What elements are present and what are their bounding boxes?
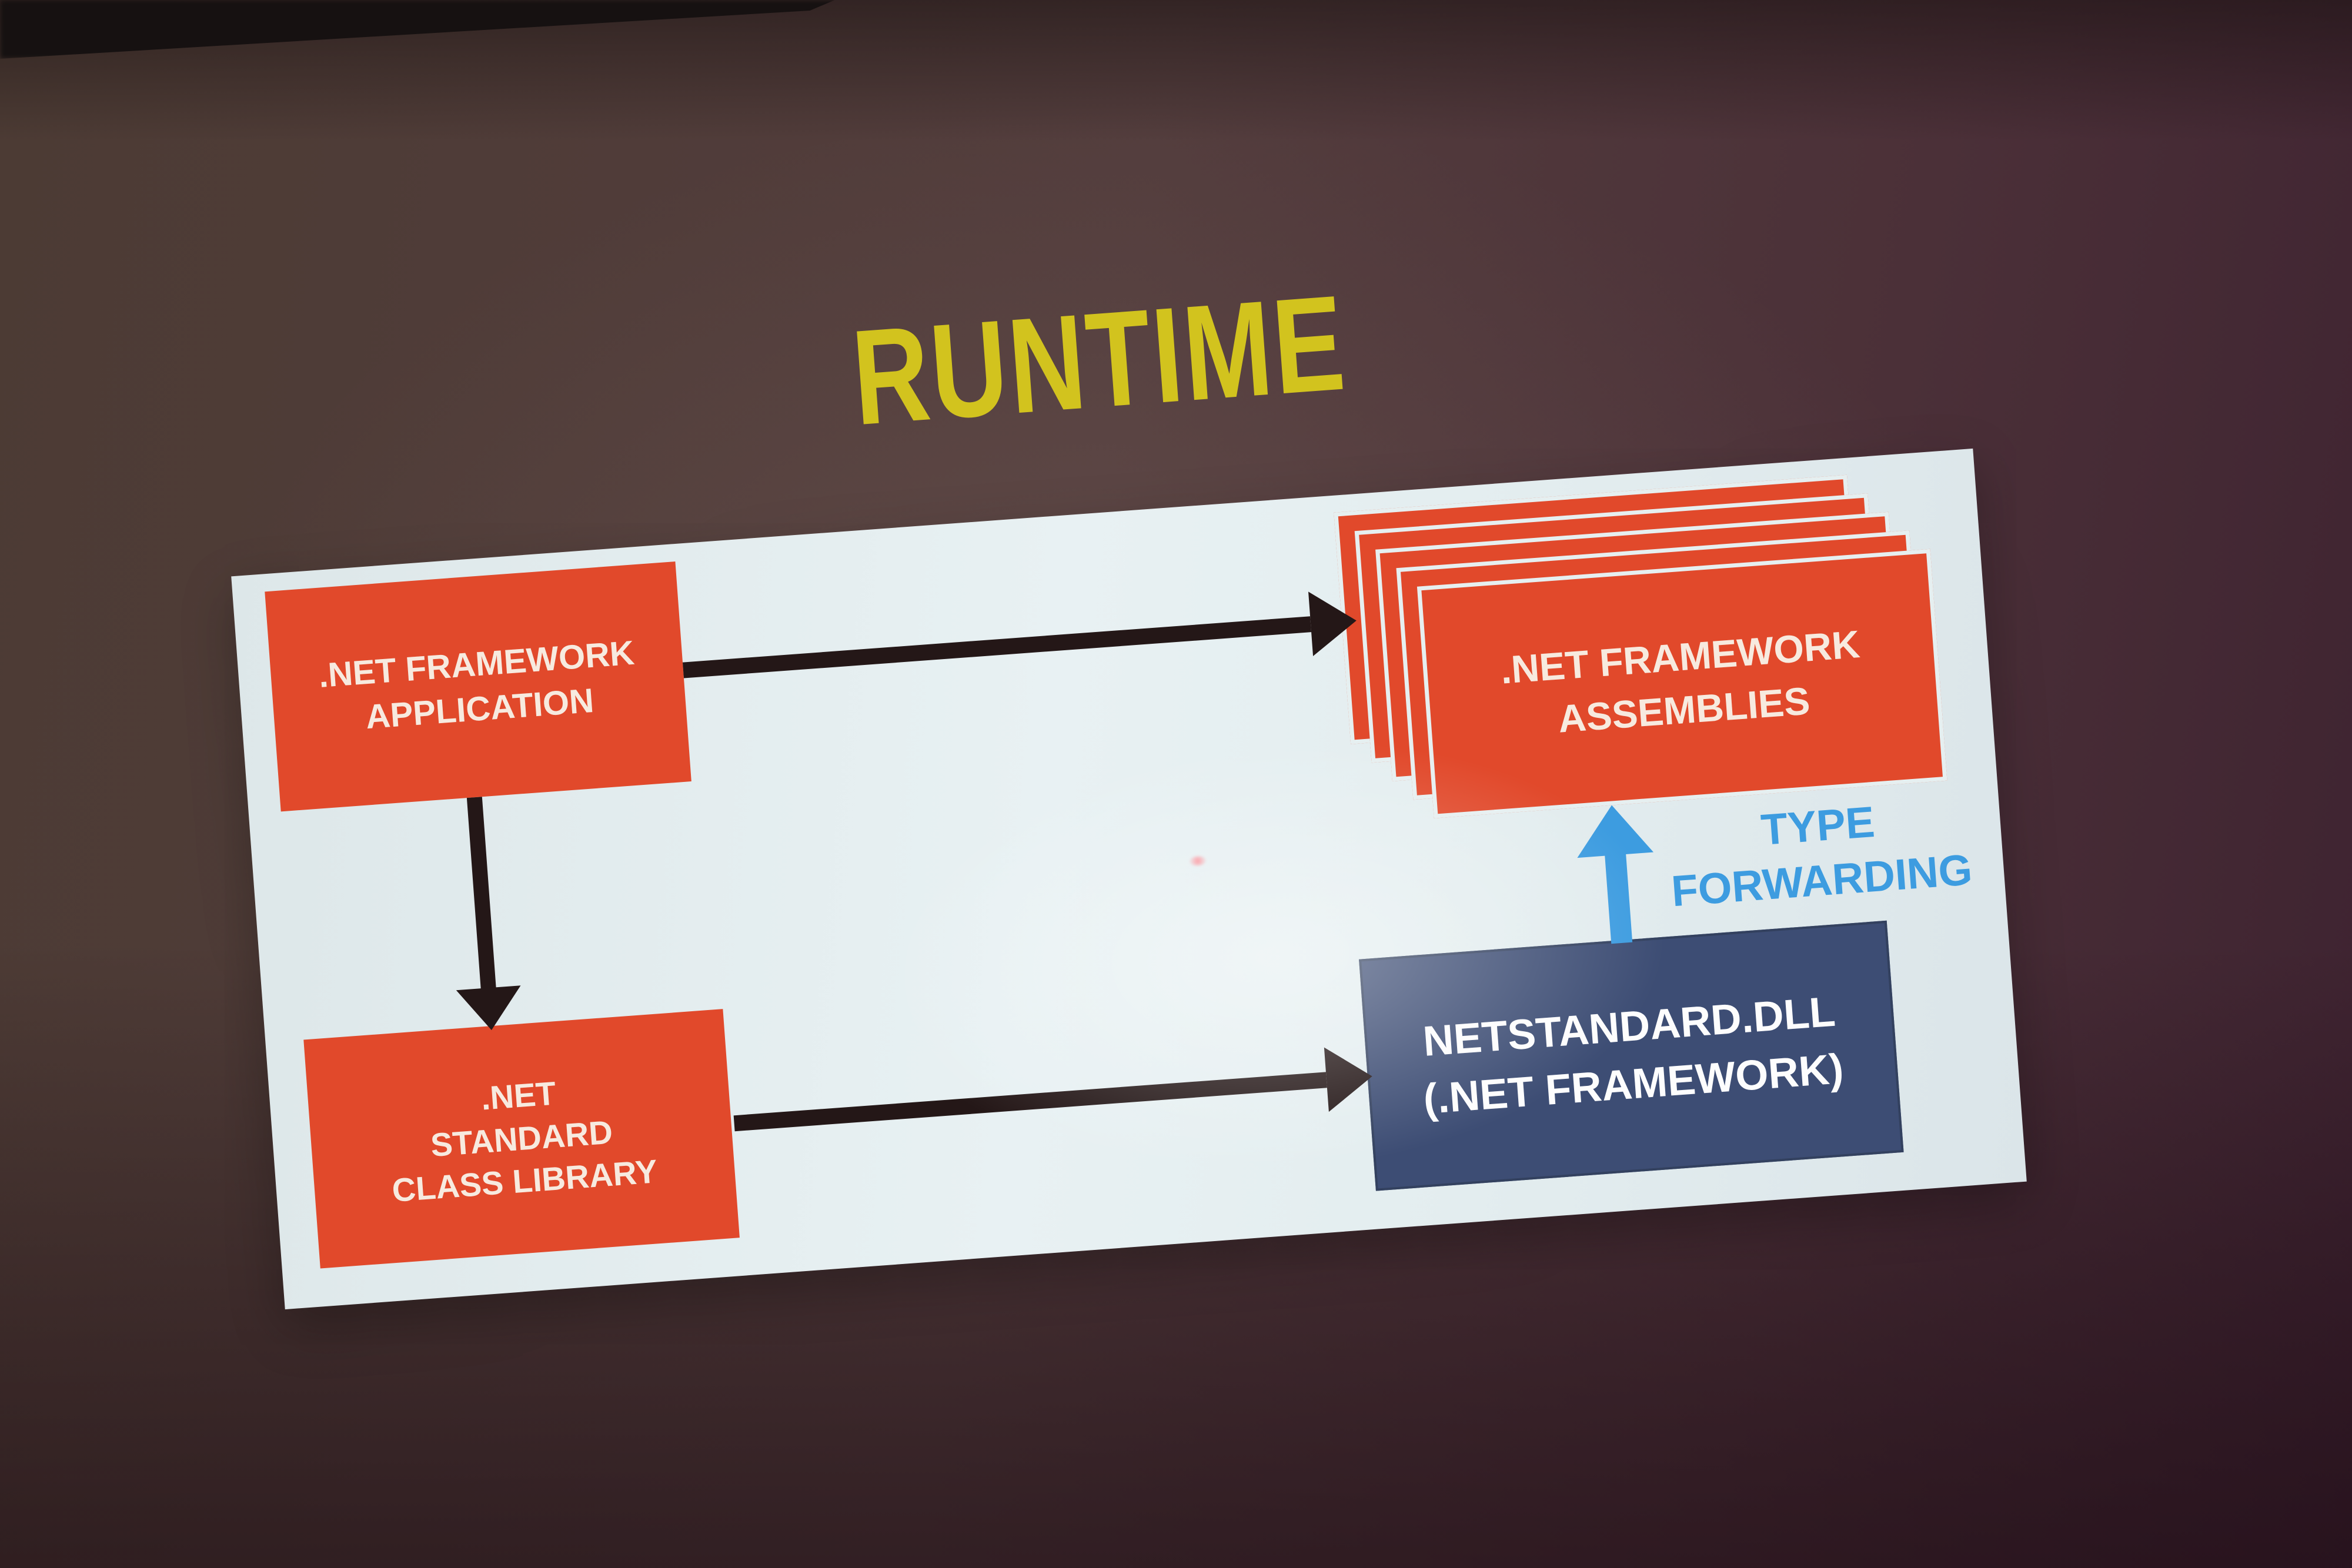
node-net-framework-application-label: .NET FRAMEWORK APPLICATION [317,633,636,736]
node-net-framework-assemblies: .NET FRAMEWORK ASSEMBLIES [1416,549,1947,818]
slide-title: RUNTIME [847,266,1351,454]
ceiling-shadow-strip [0,0,835,59]
slide-content-panel: .NET FRAMEWORK APPLICATION .NET STANDARD… [231,448,2027,1310]
node-net-standard-class-library: .NET STANDARD CLASS LIBRARY [303,1009,740,1269]
arrow-app-to-assemblies [681,588,1360,702]
arrow-head-icon [1308,588,1359,657]
arrow-head-icon [1324,1044,1375,1112]
laser-pointer-dot [1189,855,1207,867]
node-netstandard-dll-label: NETSTANDARD.DLL (.NET FRAMEWORK) [1421,988,1845,1123]
arrow-shaft [466,797,496,991]
node-net-framework-application: .NET FRAMEWORK APPLICATION [265,561,691,812]
arrow-app-to-library [442,795,524,1034]
node-net-standard-class-library-label: .NET STANDARD CLASS LIBRARY [390,1074,659,1209]
node-net-framework-assemblies-label: .NET FRAMEWORK ASSEMBLIES [1499,622,1862,741]
arrow-library-to-netstandard-dll [732,1044,1379,1155]
arrow-shaft [1604,851,1633,944]
type-forwarding-label: TYPE FORWARDING [1669,797,1974,915]
node-netstandard-dll: NETSTANDARD.DLL (.NET FRAMEWORK) [1359,920,1904,1191]
arrow-head-icon [1573,802,1654,858]
arrow-shaft [682,616,1312,678]
arrow-shaft [733,1072,1327,1132]
arrow-head-icon [456,985,524,1033]
arrow-type-forwarding [1573,802,1660,946]
